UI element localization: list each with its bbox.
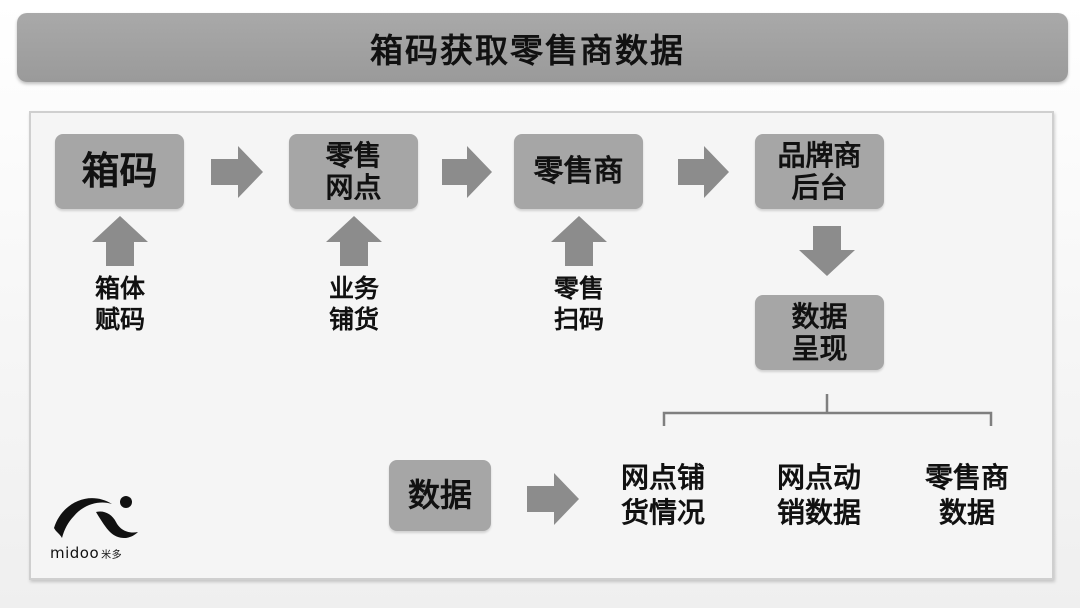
bracket-connector (662, 394, 993, 426)
brand-backend-node: 品牌商 后台 (755, 134, 884, 209)
brand-backend-label: 品牌商 后台 (777, 139, 862, 204)
data-presentation-label: 数据 呈现 (791, 300, 848, 365)
data-node: 数据 (389, 460, 491, 531)
title-bar: 箱码获取零售商数据 (17, 13, 1068, 82)
box-code-label: 箱码 (81, 149, 158, 194)
up-arrow-icon (92, 216, 148, 266)
right-arrow-icon (442, 146, 492, 198)
retail-outlet-label: 零售 网点 (325, 139, 382, 204)
retailer-label: 零售商 (533, 153, 624, 189)
box-code-node: 箱码 (55, 134, 184, 209)
retailer-node: 零售商 (514, 134, 643, 209)
data-presentation-node: 数据 呈现 (755, 295, 884, 370)
down-arrow-icon (799, 226, 855, 276)
midoo-logo-icon (54, 496, 138, 538)
up-arrow-icon (326, 216, 382, 266)
box-body-code-label: 箱体 赋码 (94, 274, 145, 335)
logo-text-en: midoo (50, 544, 100, 562)
retailer-data-label: 零售商 数据 (924, 461, 1009, 529)
logo-text-cn: 米多 (101, 550, 123, 561)
business-stocking-label: 业务 铺货 (328, 274, 379, 335)
right-arrow-icon (678, 146, 729, 198)
right-arrow-icon (211, 146, 263, 198)
outlet-sales-data-label: 网点动 销数据 (776, 461, 861, 529)
right-arrow-icon (527, 473, 579, 525)
page-title: 箱码获取零售商数据 (370, 30, 685, 70)
retail-scan-label: 零售 扫码 (553, 274, 604, 335)
up-arrow-icon (551, 216, 607, 266)
retail-outlet-node: 零售 网点 (289, 134, 418, 209)
outlet-stocking-status-label: 网点铺 货情况 (620, 461, 705, 529)
data-node-label: 数据 (407, 475, 472, 514)
